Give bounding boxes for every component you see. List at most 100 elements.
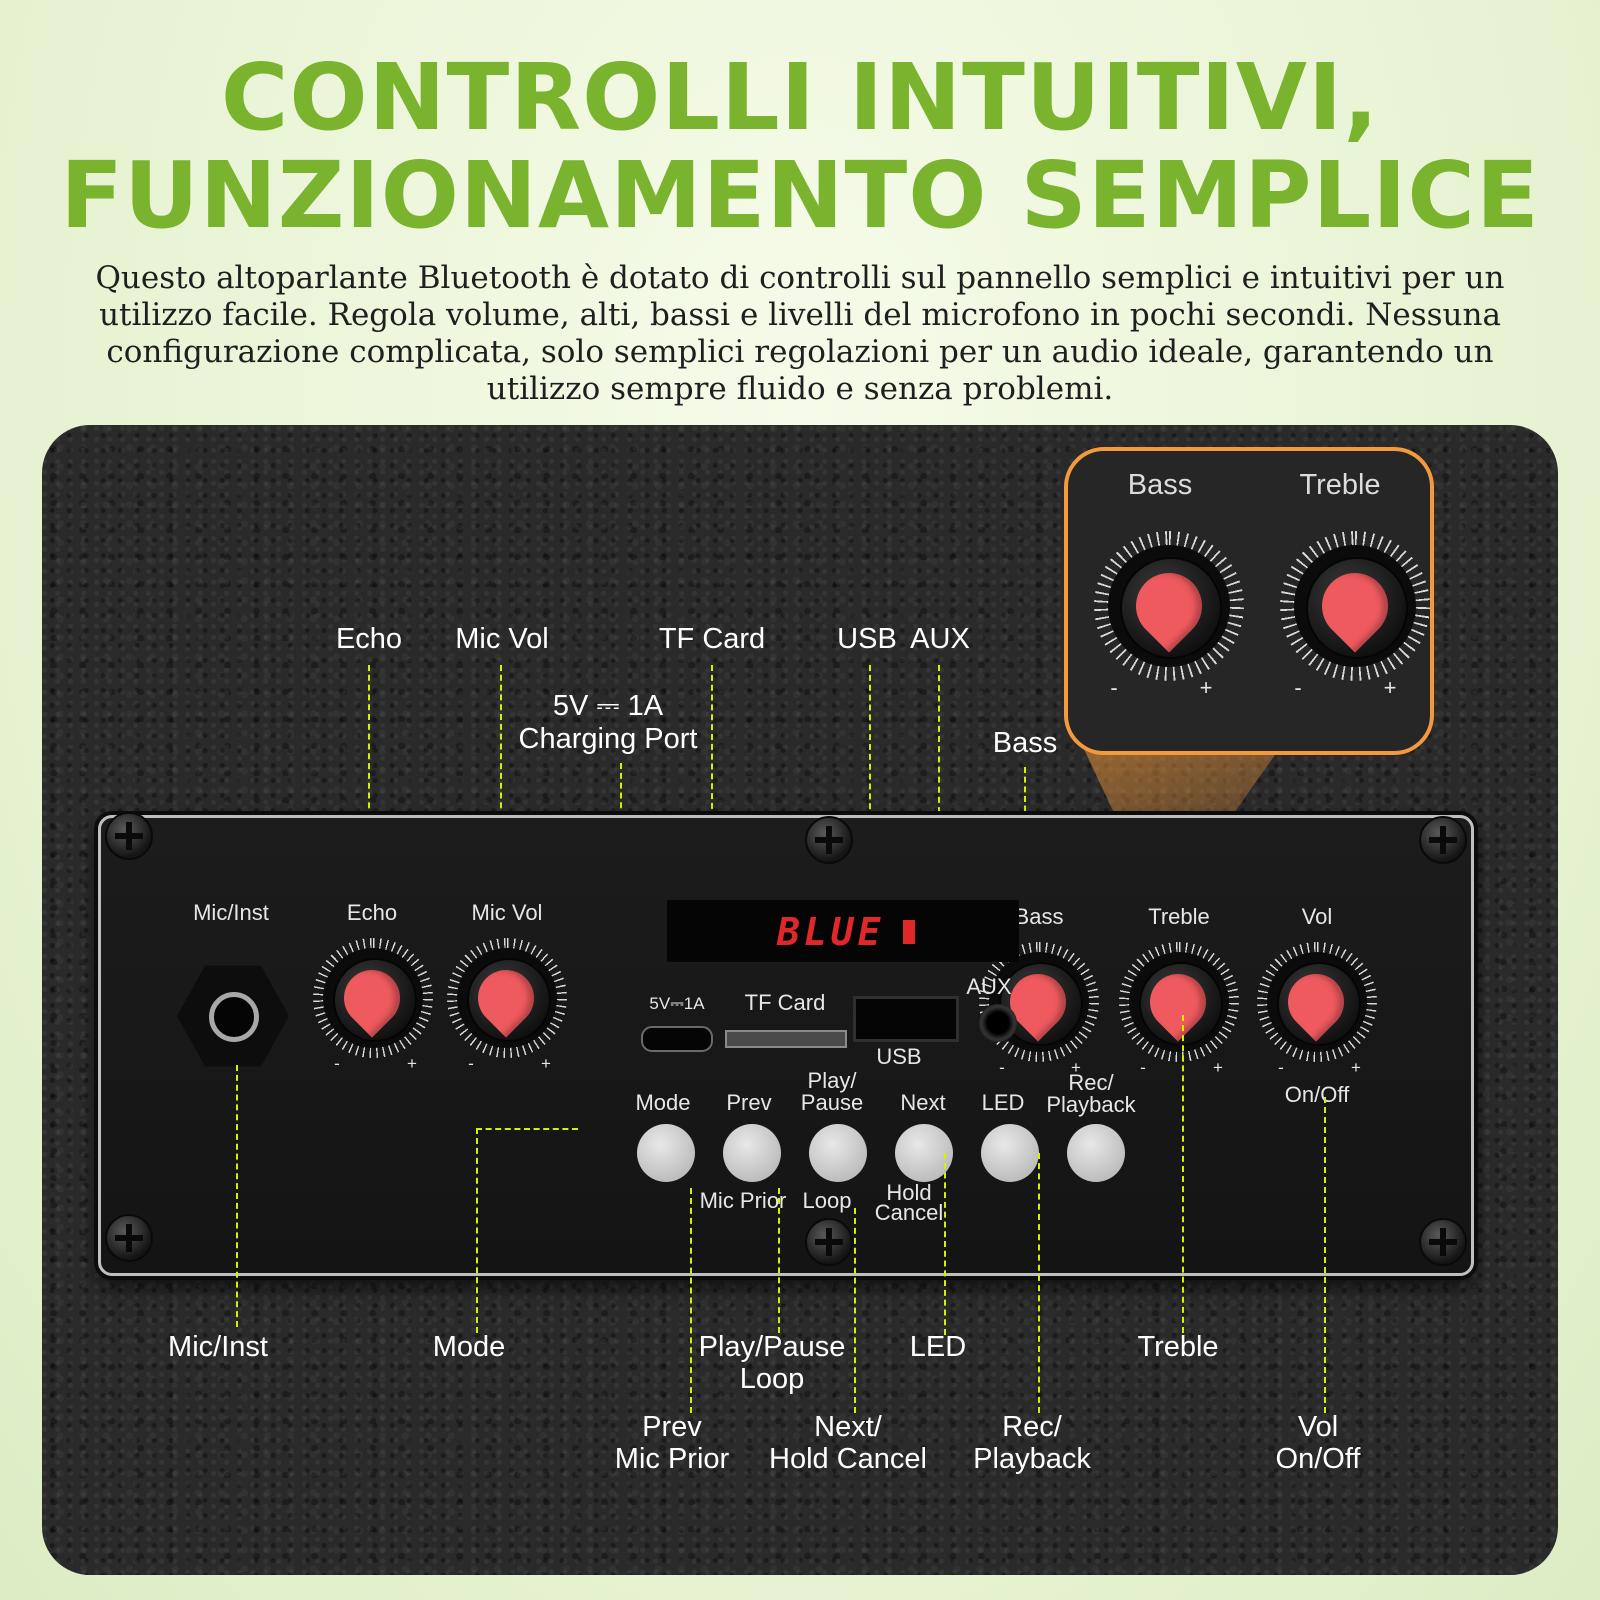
label-led: LED	[981, 1090, 1025, 1115]
label-vol: Vol	[1301, 904, 1333, 929]
tf-card-slot[interactable]	[725, 1030, 847, 1048]
line-mic-vol	[500, 665, 502, 877]
label-next: Next	[900, 1090, 946, 1115]
label-play: Play/	[807, 1068, 857, 1093]
screw-icon	[805, 816, 853, 864]
line-play	[778, 1188, 780, 1333]
echo-plus: +	[407, 1054, 417, 1073]
inset-treble-label: Treble	[1299, 469, 1381, 501]
label-mic-prior: Mic Prior	[699, 1188, 787, 1213]
label-rec: Rec/	[1068, 1070, 1114, 1095]
label-mic-vol: Mic Vol	[471, 900, 543, 925]
line-aux	[938, 665, 940, 945]
mic-vol-plus: +	[541, 1054, 551, 1073]
inset-bass-knob[interactable]	[1094, 531, 1244, 681]
line-vol	[1324, 1097, 1326, 1413]
screw-icon	[105, 812, 153, 860]
label-mode: Mode	[635, 1090, 691, 1115]
line-mode	[476, 1128, 478, 1333]
label-prev: Prev	[726, 1090, 772, 1115]
callout-charging-port: Charging Port	[518, 723, 698, 755]
callout-mic-vol: Mic Vol	[455, 623, 549, 655]
line-mic-inst	[236, 1065, 238, 1327]
vol-knob[interactable]	[1257, 942, 1377, 1062]
label-aux: AUX	[966, 974, 1012, 999]
display-text: BLUE	[777, 910, 885, 954]
label-tf-card: TF Card	[744, 990, 826, 1015]
callout-mode: Mode	[432, 1331, 506, 1363]
next-button[interactable]	[895, 1124, 953, 1182]
inset-treble-knob[interactable]	[1280, 531, 1430, 681]
inset-treble-plus: +	[1383, 675, 1397, 700]
screw-icon	[105, 1214, 153, 1262]
callout-loop: Loop	[739, 1363, 805, 1395]
treble-minus: -	[1140, 1058, 1146, 1077]
label-charge-port: 5V⎓1A	[649, 994, 705, 1013]
led-button[interactable]	[981, 1124, 1039, 1182]
callout-play-pause: Play/Pause	[698, 1331, 846, 1363]
line-prev	[690, 1188, 692, 1413]
label-echo: Echo	[346, 900, 398, 925]
echo-minus: -	[334, 1054, 340, 1073]
line-tf-card	[711, 665, 713, 937]
callout-playback: Playback	[973, 1443, 1091, 1475]
speaker-panel-photo: Bass Treble - + - + Echo Mic Vol TF Card…	[42, 425, 1558, 1575]
line-treble	[1182, 1015, 1184, 1333]
bass-knob[interactable]	[979, 942, 1099, 1062]
callout-usb: USB	[837, 623, 897, 655]
line-next	[854, 1208, 856, 1413]
callout-aux: AUX	[910, 623, 970, 655]
callout-vol: Vol	[1297, 1411, 1339, 1443]
callout-mic-prior: Mic Prior	[614, 1443, 730, 1475]
inset-treble-minus: -	[1294, 675, 1302, 700]
callout-on-off: On/Off	[1275, 1443, 1361, 1475]
callout-rec: Rec/	[1002, 1411, 1062, 1443]
prev-button[interactable]	[723, 1124, 781, 1182]
screw-icon	[805, 1218, 853, 1266]
aux-port[interactable]	[979, 1004, 1017, 1042]
screw-icon	[1419, 816, 1467, 864]
callout-led: LED	[909, 1331, 967, 1363]
label-bass: Bass	[1014, 904, 1064, 929]
callout-next: Next/	[814, 1411, 882, 1443]
screw-icon	[1419, 1218, 1467, 1266]
vol-minus: -	[1278, 1058, 1284, 1077]
treble-knob[interactable]	[1119, 942, 1239, 1062]
battery-icon	[903, 920, 915, 944]
inset-bass-label: Bass	[1127, 469, 1193, 501]
inset-bass-minus: -	[1110, 675, 1118, 700]
bass-plus: +	[1071, 1058, 1081, 1077]
callout-tf-card: TF Card	[658, 623, 766, 655]
title-line-1: CONTROLLI INTUITIVI,	[220, 44, 1380, 151]
callout-charging-voltage: 5V ⎓ 1A	[552, 690, 664, 722]
callout-hold-cancel: Hold Cancel	[769, 1443, 927, 1475]
play-pause-button[interactable]	[809, 1124, 867, 1182]
callout-bass: Bass	[992, 727, 1058, 759]
mic-inst-jack[interactable]	[177, 965, 289, 1067]
bass-minus: -	[999, 1058, 1005, 1077]
usb-port[interactable]	[853, 996, 959, 1042]
zoom-inset: Bass Treble - + - +	[1064, 447, 1434, 755]
label-on-off: On/Off	[1284, 1082, 1350, 1107]
echo-knob[interactable]	[313, 938, 433, 1058]
mic-vol-minus: -	[468, 1054, 474, 1073]
label-usb: USB	[876, 1044, 922, 1069]
label-hold: Hold	[886, 1180, 932, 1205]
mic-vol-knob[interactable]	[447, 938, 567, 1058]
callout-echo: Echo	[335, 623, 403, 655]
usb-c-charging-port[interactable]	[641, 1026, 713, 1052]
label-cancel: Cancel	[874, 1200, 944, 1225]
mode-button[interactable]	[637, 1124, 695, 1182]
callout-treble: Treble	[1137, 1331, 1219, 1363]
line-echo	[368, 665, 370, 877]
inset-bass-plus: +	[1199, 675, 1213, 700]
line-mode-horizontal	[476, 1128, 578, 1130]
treble-plus: +	[1213, 1058, 1223, 1077]
vol-plus: +	[1351, 1058, 1361, 1077]
line-rec	[1038, 1153, 1040, 1413]
led-display: BLUE	[667, 900, 1019, 962]
rec-playback-button[interactable]	[1067, 1124, 1125, 1182]
label-loop: Loop	[802, 1188, 852, 1213]
callout-mic-inst: Mic/Inst	[168, 1331, 268, 1363]
callout-prev: Prev	[642, 1411, 702, 1443]
